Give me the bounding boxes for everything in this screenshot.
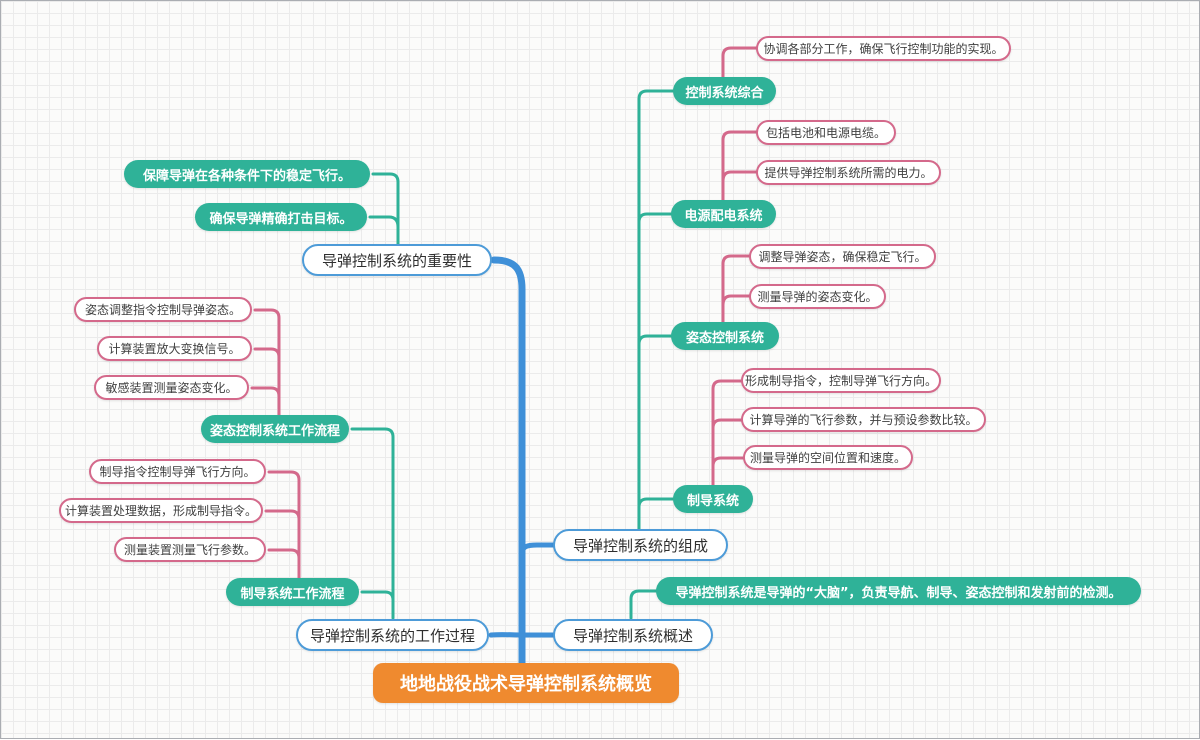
flow1-step3-connector [252, 388, 279, 396]
sub2-details-connector [723, 132, 757, 201]
guidance-flow-step-node[interactable]: 计算装置处理数据，形成制导指令。 [59, 498, 263, 523]
flow1-step2-connector [255, 349, 279, 357]
topic-overview-node[interactable]: 导弹控制系统概述 [553, 619, 713, 651]
guidance-flow-step-node[interactable]: 制导指令控制导弹飞行方向。 [89, 459, 266, 484]
attitude-flow-node[interactable]: 姿态控制系统工作流程 [201, 415, 349, 443]
flow1-steps-connector [255, 310, 279, 416]
composition-sub2-connector [639, 214, 672, 222]
branch-composition-connector [522, 545, 554, 554]
sub3-details-connector [723, 256, 750, 323]
importance-points-connector [373, 174, 398, 246]
guidance-detail-node[interactable]: 计算导弹的飞行参数，并与预设参数比较。 [741, 407, 986, 432]
attitude-flow-step-node[interactable]: 计算装置放大变换信号。 [97, 336, 252, 361]
subsystem-attitude-node[interactable]: 姿态控制系统 [671, 322, 779, 350]
flow2-step2-connector [266, 511, 299, 519]
guidance-detail-node[interactable]: 形成制导指令，控制导弹飞行方向。 [741, 368, 941, 393]
subsystem-integration-node[interactable]: 控制系统综合 [673, 77, 776, 105]
sub4-details-connector [713, 381, 742, 486]
topic-importance-node[interactable]: 导弹控制系统的重要性 [302, 244, 492, 276]
importance-point-node[interactable]: 保障导弹在各种条件下的稳定飞行。 [124, 160, 370, 188]
attitude-flow-step-node[interactable]: 姿态调整指令控制导弹姿态。 [74, 297, 252, 322]
process-flow2-connector [362, 592, 393, 600]
importance-point2-connector [370, 217, 398, 227]
power-detail-node[interactable]: 提供导弹控制系统所需的电力。 [756, 160, 941, 185]
attitude-detail-node[interactable]: 调整导弹姿态，确保稳定飞行。 [749, 244, 936, 269]
guidance-flow-node[interactable]: 制导系统工作流程 [226, 578, 359, 606]
guidance-detail-node[interactable]: 测量导弹的空间位置和速度。 [743, 445, 913, 470]
composition-subsystems-connector [639, 91, 674, 530]
power-detail-node[interactable]: 包括电池和电源电缆。 [756, 120, 896, 145]
composition-sub4-connector [639, 499, 674, 507]
attitude-flow-step-node[interactable]: 敏感装置测量姿态变化。 [94, 375, 249, 400]
sub4-detail2-connector [713, 420, 742, 428]
importance-point-node[interactable]: 确保导弹精确打击目标。 [195, 203, 367, 231]
topic-process-node[interactable]: 导弹控制系统的工作过程 [296, 619, 489, 651]
sub4-detail3-connector [713, 458, 744, 466]
sub1-details-connector [723, 48, 757, 78]
attitude-detail-node[interactable]: 测量导弹的姿态变化。 [749, 284, 886, 309]
root-node[interactable]: 地地战役战术导弹控制系统概览 [373, 663, 679, 703]
sub3-detail2-connector [723, 296, 750, 305]
overview-summary-connector [631, 591, 657, 618]
overview-summary-node[interactable]: 导弹控制系统是导弹的“大脑”，负责导航、制导、姿态控制和发射前的检测。 [656, 577, 1141, 605]
subsystem-power-node[interactable]: 电源配电系统 [671, 200, 776, 228]
composition-sub3-connector [639, 336, 672, 344]
topic-composition-node[interactable]: 导弹控制系统的组成 [553, 529, 728, 561]
spine-connector [494, 260, 522, 664]
integration-detail-node[interactable]: 协调各部分工作，确保飞行控制功能的实现。 [756, 36, 1011, 61]
flow2-steps-connector [269, 472, 299, 579]
flow2-step3-connector [269, 550, 299, 558]
sub2-detail2-connector [723, 172, 757, 181]
subsystem-guidance-node[interactable]: 制导系统 [673, 485, 753, 513]
guidance-flow-step-node[interactable]: 测量装置测量飞行参数。 [114, 537, 266, 562]
